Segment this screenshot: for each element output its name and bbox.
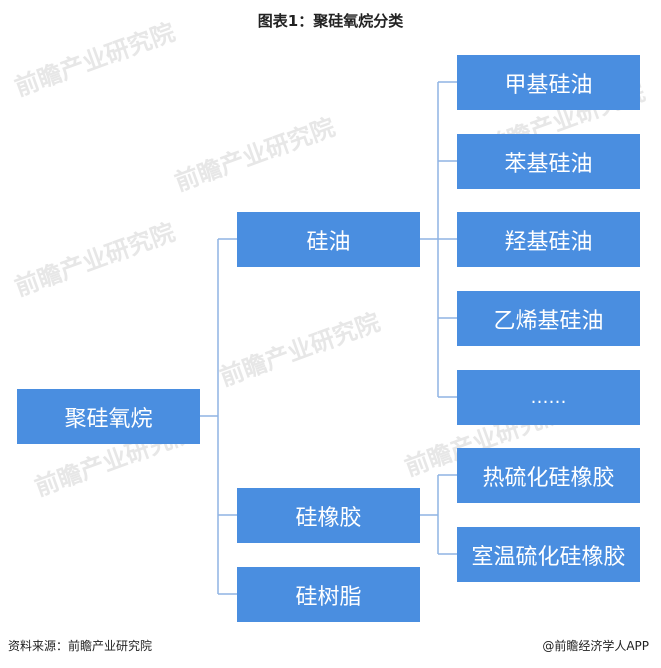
watermark: 前瞻产业研究院	[171, 112, 339, 197]
node-silicone-rubber: 硅橡胶	[237, 488, 420, 543]
watermark: 前瞻产业研究院	[216, 307, 384, 392]
node-htv-silicone-rubber: 热硫化硅橡胶	[457, 448, 640, 503]
node-phenyl-silicone-oil: 苯基硅油	[457, 134, 640, 189]
brand-label: @前瞻经济学人APP	[542, 639, 649, 653]
node-methyl-silicone-oil: 甲基硅油	[457, 55, 640, 110]
node-hydroxy-silicone-oil: 羟基硅油	[457, 212, 640, 267]
node-more-silicone-oil: ……	[457, 370, 640, 425]
watermark: 前瞻产业研究院	[11, 217, 179, 302]
node-rtv-silicone-rubber: 室温硫化硅橡胶	[457, 527, 640, 582]
node-silicone-oil: 硅油	[237, 212, 420, 267]
node-polysiloxane: 聚硅氧烷	[17, 389, 200, 444]
source-note: 资料来源：前瞻产业研究院	[8, 639, 153, 653]
node-silicone-resin: 硅树脂	[237, 567, 420, 622]
node-vinyl-silicone-oil: 乙烯基硅油	[457, 291, 640, 346]
chart-title: 图表1：聚硅氧烷分类	[257, 12, 404, 30]
